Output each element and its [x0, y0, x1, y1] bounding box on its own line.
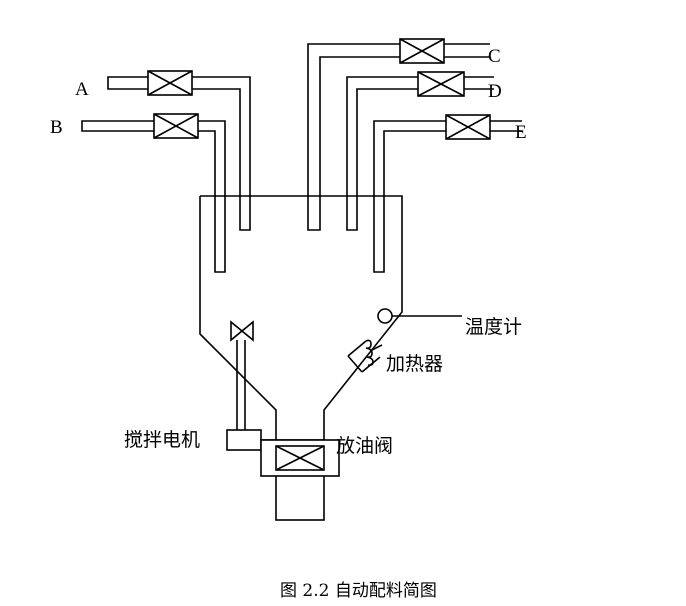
drain-valve [260, 439, 340, 521]
inlet-label-a: A [75, 79, 89, 100]
stirrer-motor-label: 搅拌电机 [124, 429, 200, 451]
heater [347, 339, 383, 373]
inlet-label-c: C [488, 46, 501, 67]
inlet-label-e: E [515, 122, 527, 143]
thermometer [377, 308, 462, 324]
inlet-label-d: D [488, 81, 502, 102]
figure-caption: 图 2.2 自动配料简图 [280, 581, 437, 601]
stirrer [226, 320, 276, 451]
inlet-label-b: B [50, 117, 63, 138]
stirrer-motor [226, 429, 262, 451]
pipe-c [307, 38, 490, 231]
pipe-b [81, 113, 226, 273]
drain-valve-label: 放油阀 [336, 435, 393, 457]
pipe-e [373, 114, 522, 273]
pipe-d [346, 71, 494, 231]
heater-label: 加热器 [386, 353, 443, 375]
thermometer-label: 温度计 [465, 316, 522, 338]
pipe-a [107, 70, 251, 231]
mixing-tank [199, 195, 403, 440]
